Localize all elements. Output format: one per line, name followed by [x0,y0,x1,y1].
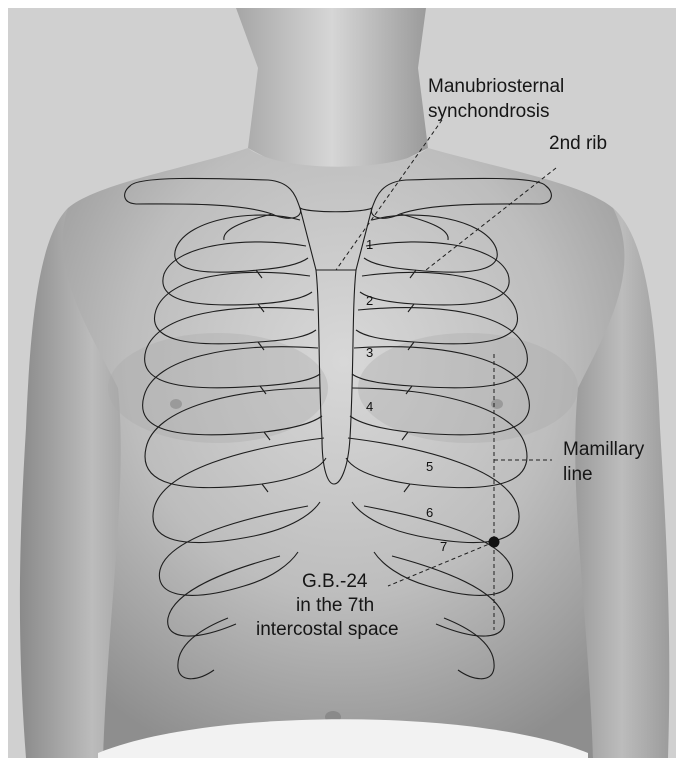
label-manubriosternal-line2: synchondrosis [428,100,549,123]
rib-number-4: 4 [366,400,373,414]
label-gb24-line3: intercostal space [256,618,399,641]
rib-number-5: 5 [426,460,433,474]
label-gb24-line2: in the 7th [296,594,374,617]
label-gb24-line1: G.B.-24 [302,570,367,593]
label-second-rib: 2nd rib [549,132,607,155]
nipple-right [491,399,503,409]
nipple-left [170,399,182,409]
rib-number-7: 7 [440,540,447,554]
rib-number-6: 6 [426,506,433,520]
label-mamillary-line1: Mamillary [563,438,644,461]
chest-illustration [8,8,676,758]
rib-number-2: 2 [366,294,373,308]
rib-number-3: 3 [366,346,373,360]
anatomy-figure: 1 2 3 4 5 6 7 Manubriosternal synchondro… [8,8,676,758]
gb24-point [489,537,500,548]
label-manubriosternal-line1: Manubriosternal [428,75,564,98]
label-mamillary-line2: line [563,463,593,486]
neck [236,8,428,180]
torso [63,148,625,758]
rib-number-1: 1 [366,238,373,252]
